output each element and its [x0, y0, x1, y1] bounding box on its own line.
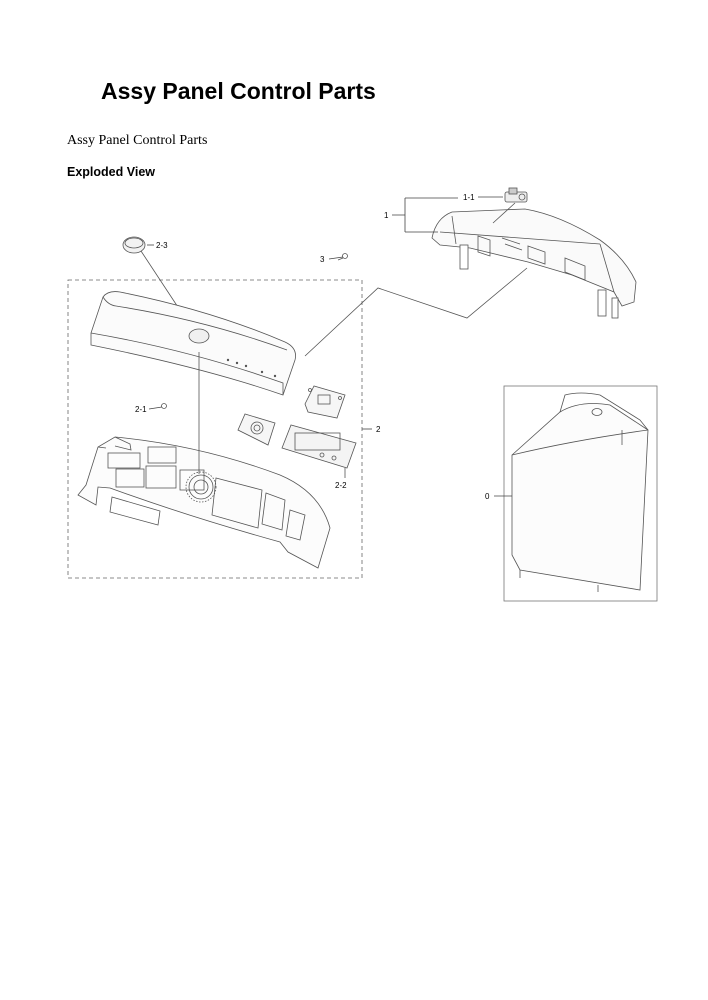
callout-1-label: 1	[384, 211, 389, 220]
section-heading: Exploded View	[67, 165, 155, 179]
page-title: Assy Panel Control Parts	[101, 78, 376, 104]
part-2-pcb-middle	[237, 413, 276, 446]
part-2-front-chassis	[77, 352, 331, 569]
part-2-pcb-top	[304, 385, 346, 419]
assembly-connector-line	[304, 267, 528, 357]
callout-2-1-label: 2-1	[135, 405, 147, 414]
callout-3-label: 3	[320, 255, 325, 264]
part-2-panel-cover	[90, 291, 296, 396]
part-2-2-pcb-bottom	[281, 424, 357, 478]
callout-2-label: 2	[376, 425, 381, 434]
part-3-screw	[337, 253, 348, 261]
part-0-washer	[511, 392, 649, 592]
part-0-box	[503, 385, 658, 602]
callout-2-2-label: 2-2	[335, 481, 347, 490]
part-1-1-connector	[492, 187, 528, 224]
part-2-1-screw	[161, 403, 167, 409]
page-subtitle: Assy Panel Control Parts	[67, 133, 208, 148]
part-1-rear-frame	[431, 208, 637, 319]
callout-0-label: 0	[485, 492, 490, 501]
callout-2-3-label: 2-3	[156, 241, 168, 250]
callout-1-1-label: 1-1	[463, 193, 475, 202]
